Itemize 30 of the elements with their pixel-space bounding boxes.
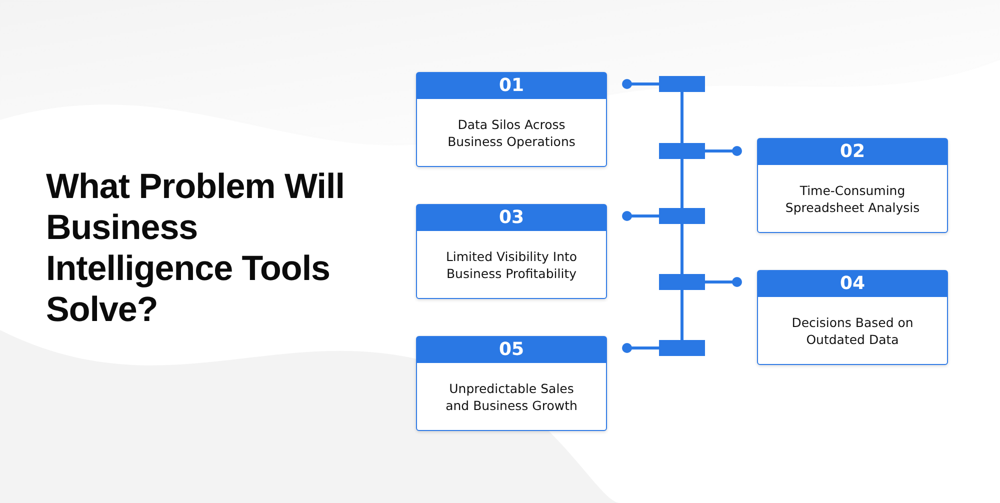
problem-card [757,270,948,365]
timeline-line [680,224,684,274]
connector-line [705,146,742,156]
timeline-marker [659,143,705,159]
timeline-marker [659,208,705,224]
connector-line [622,343,659,353]
problem-card [416,204,607,299]
timeline-line [680,159,684,208]
card-number: 03 [417,205,606,231]
timeline-line [680,92,684,143]
problem-text: Limited Visibility Into Business Profitability [444,248,578,282]
card-number: 05 [417,337,606,363]
timeline-line [680,290,684,340]
problem-card [416,336,607,431]
timeline-marker [659,340,705,356]
card-number: 02 [758,139,947,165]
problem-card [757,138,948,233]
problem-text: Time-Consuming Spreadsheet Analysis [784,182,921,216]
problem-text: Data Silos Across Business Operations [446,116,576,150]
problem-text: Decisions Based on Outdated Data [790,314,914,348]
connector-line [622,79,659,89]
timeline-marker [659,76,705,92]
card-number: 01 [417,73,606,99]
connector-line [622,211,659,221]
connector-line [705,277,742,287]
timeline-marker [659,274,705,290]
card-number: 04 [758,271,947,297]
problem-text: Unpredictable Sales and Business Growth [444,380,578,414]
problem-card [416,72,607,167]
heading: What Problem Will Business Intelligence Tools Solve? [46,166,346,330]
